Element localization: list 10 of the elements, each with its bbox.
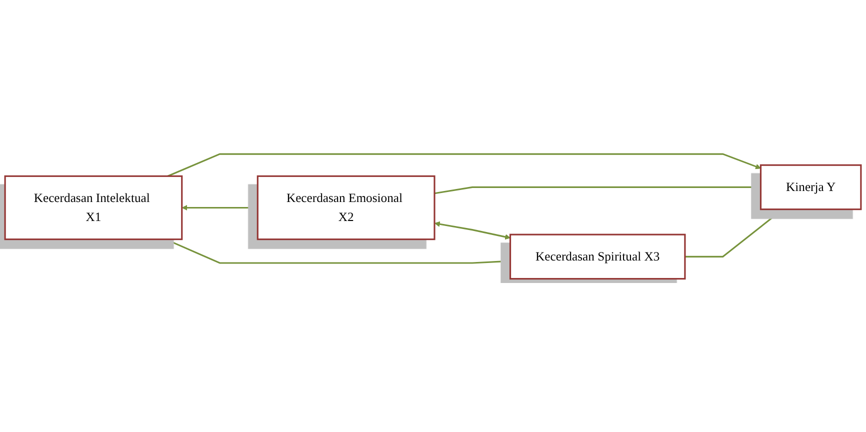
arrow [434,220,511,240]
node-box: Kecerdasan Intelektual X1 [4,174,183,240]
arrow [434,184,761,194]
node-box: Kecerdasan Emosional X2 [256,174,436,240]
node-box: Kinerja Y [760,164,862,210]
arrow [166,238,511,264]
node-box: Kecerdasan Spiritual X3 [509,233,686,280]
arrow [684,208,784,258]
arrow [182,204,258,210]
arrow [167,152,761,176]
